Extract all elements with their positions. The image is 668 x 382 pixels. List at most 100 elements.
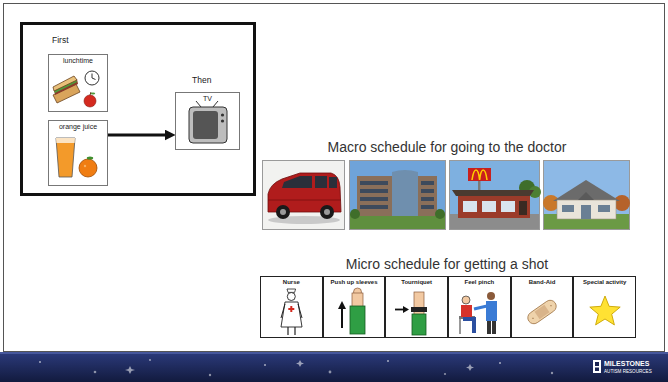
bottom-band [264, 364, 266, 366]
nurse-icon [281, 289, 302, 335]
car-photo [268, 200, 341, 201]
car-photo [280, 209, 286, 215]
bottom-band [0, 352, 668, 382]
clinic-photo [614, 195, 630, 211]
lunch-icon [91, 93, 95, 95]
step-label: Band-Aid [529, 279, 556, 286]
pinch-icon [492, 321, 496, 334]
step-card: Push up sleeves [323, 276, 386, 338]
tourniquet-icon [403, 306, 409, 313]
nurse-icon [281, 302, 302, 327]
car-photo [320, 205, 334, 219]
building-photo [350, 214, 445, 229]
building-photo [421, 189, 434, 193]
tv-icon [196, 101, 201, 107]
restaurant-photo [472, 170, 487, 180]
bottom-band [444, 373, 446, 375]
pinch-icon [459, 319, 461, 334]
lunch-icon [84, 95, 96, 107]
clinic-photo [543, 195, 559, 211]
slide-frame [4, 4, 665, 352]
tv-icon [221, 113, 224, 116]
clinic-photo [578, 192, 594, 200]
juice-icon [56, 138, 97, 177]
bottom-band [0, 352, 668, 382]
step-card: Nurse [260, 276, 323, 338]
bandaid-icon [535, 305, 550, 319]
pinch-icon [486, 301, 497, 321]
restaurant-photo [468, 168, 491, 181]
picture-card: orange juice [48, 120, 108, 186]
lunch-icon [53, 71, 99, 107]
card-label: TV [203, 95, 212, 103]
logo-icon [595, 362, 599, 366]
building-photo [360, 189, 388, 193]
bottom-band [387, 360, 389, 362]
tourniquet-icon [395, 309, 404, 311]
building-photo [360, 205, 388, 209]
sleeve-icon [338, 301, 346, 309]
logo-icon [595, 368, 599, 372]
juice-icon [79, 159, 97, 177]
pinch-icon [487, 321, 491, 334]
pinch-icon [461, 305, 472, 317]
lunch-icon [92, 78, 96, 80]
bottom-band [551, 372, 553, 374]
logo-icon [593, 360, 601, 373]
step-card: Tourniquet [385, 276, 448, 338]
building-photo [435, 209, 445, 219]
sleeve-icon [350, 306, 365, 334]
tourniquet-icon [412, 314, 426, 335]
tv-icon [213, 101, 218, 107]
section-heading: Macro schedule for going to the doctor [328, 139, 567, 155]
building-photo [421, 197, 434, 201]
schedule-word: First [52, 36, 69, 46]
restaurant-photo [501, 201, 515, 212]
car-photo [282, 176, 312, 188]
section-heading: Micro schedule for getting a shot [346, 256, 548, 272]
bottom-band [296, 360, 304, 367]
building-photo [392, 170, 418, 216]
bottom-band [499, 362, 501, 364]
juice-icon [56, 138, 75, 143]
flow-arrow [108, 134, 169, 137]
label-holder: Micro schedule for getting a shot [346, 256, 548, 272]
tourniquet-icon [414, 292, 424, 316]
lunch-icon [53, 76, 77, 91]
bottom-band [149, 359, 151, 361]
restaurant-photo [452, 190, 534, 196]
step-card: Special activity [573, 276, 636, 338]
label-holder: MILESTONES [604, 360, 649, 368]
bottom-band [125, 366, 135, 374]
car-photo [276, 205, 290, 219]
nurse-icon [287, 293, 295, 301]
star-icon [590, 296, 620, 325]
logo-text: MILESTONES [604, 360, 649, 368]
bottom-band [329, 371, 332, 374]
bottom-band [0, 352, 668, 354]
lunch-icon [92, 74, 93, 79]
step-card: Feel pinch [448, 276, 511, 338]
schedule-word: Then [192, 76, 211, 86]
label-holder: AUTISM RESOURCES [604, 369, 652, 374]
bandaid-icon [525, 298, 558, 326]
restaurant-photo [482, 201, 496, 212]
card-label: lunchtime [63, 57, 93, 65]
step-card: Band-Aid [511, 276, 574, 338]
clinic-photo [557, 200, 616, 219]
juice-icon [84, 165, 86, 167]
building-photo [360, 181, 388, 185]
car-photo [263, 161, 345, 230]
building-photo [350, 161, 446, 230]
restaurant-photo [450, 161, 542, 230]
restaurant-photo [519, 201, 527, 215]
sleeve-icon [338, 288, 365, 334]
car-photo [315, 176, 327, 188]
pinch-icon [462, 296, 470, 304]
tourniquet-icon [411, 307, 427, 312]
slide-frame [4, 4, 665, 352]
